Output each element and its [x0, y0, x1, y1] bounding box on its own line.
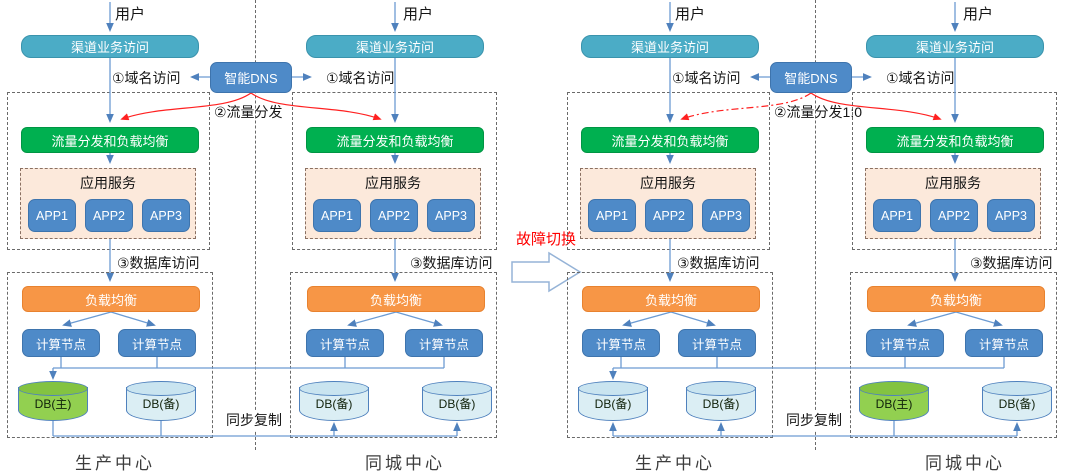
app-service-title: 应用服务: [925, 175, 981, 191]
traffic-distribution-label: ②流量分发: [214, 104, 283, 120]
app-box: APP2: [930, 199, 978, 232]
channel-access-box: 渠道业务访问: [306, 35, 484, 58]
traffic-lb-box: 流量分发和负载均衡: [581, 127, 759, 153]
same-city-center-label: 同城中心: [365, 454, 445, 473]
diagram-after-failover: 用户 渠道业务访问 ①域名访问 流量分发和负载均衡 应用服务 APP1 APP2…: [560, 0, 1080, 473]
app-box: APP1: [313, 199, 361, 232]
user-label: 用户: [963, 6, 994, 23]
db-label: DB(备): [998, 397, 1036, 411]
load-balancer-box: 负载均衡: [867, 286, 1045, 312]
compute-node-box: 计算节点: [965, 329, 1043, 357]
db-access-label: ③数据库访问: [117, 255, 200, 271]
db-access-label: ③数据库访问: [410, 255, 493, 271]
db-label: DB(备): [702, 397, 740, 411]
db-primary-cylinder: DB(主): [18, 381, 88, 422]
app-box: APP3: [142, 199, 190, 232]
db-label: DB(备): [315, 397, 353, 411]
app-tier-box-production: [567, 92, 770, 250]
load-balancer-box: 负载均衡: [307, 286, 485, 312]
failover-arrow: [511, 251, 582, 293]
db-tier-box-samecity: [850, 272, 1057, 438]
channel-access-box: 渠道业务访问: [581, 35, 759, 58]
db-label: DB(备): [594, 397, 632, 411]
db-label: DB(备): [142, 397, 180, 411]
production-center-label: 生产中心: [635, 454, 715, 473]
compute-node-box: 计算节点: [306, 329, 384, 357]
db-label: DB(主): [34, 397, 72, 411]
traffic-distribution-label: ②流量分发1:0: [774, 104, 863, 120]
app-service-title: 应用服务: [80, 175, 136, 191]
db-standby-cylinder: DB(备): [126, 381, 196, 422]
db-standby-cylinder: DB(备): [299, 381, 369, 422]
compute-node-box: 计算节点: [405, 329, 483, 357]
app-box: APP1: [28, 199, 76, 232]
db-label: DB(备): [438, 397, 476, 411]
compute-node-box: 计算节点: [118, 329, 196, 357]
app-box: APP2: [645, 199, 693, 232]
app-box: APP3: [427, 199, 475, 232]
user-label: 用户: [403, 6, 434, 23]
traffic-lb-box: 流量分发和负载均衡: [21, 127, 199, 153]
channel-access-box: 渠道业务访问: [21, 35, 199, 58]
load-balancer-box: 负载均衡: [582, 286, 760, 312]
app-box: APP3: [987, 199, 1035, 232]
sync-replication-label: 同步复制: [224, 410, 284, 430]
failover-label: 故障切换: [516, 231, 577, 248]
app-box: APP2: [370, 199, 418, 232]
db-standby-cylinder: DB(备): [578, 381, 648, 422]
compute-node-box: 计算节点: [866, 329, 944, 357]
user-label: 用户: [115, 6, 146, 23]
channel-access-box: 渠道业务访问: [866, 35, 1044, 58]
domain-access-label: ①域名访问: [886, 70, 955, 86]
compute-node-box: 计算节点: [678, 329, 756, 357]
app-tier-box-production: [7, 92, 210, 250]
db-primary-cylinder: DB(主): [859, 381, 929, 422]
app-box: APP3: [702, 199, 750, 232]
compute-node-box: 计算节点: [582, 329, 660, 357]
db-access-label: ③数据库访问: [677, 255, 760, 271]
center-divider: [815, 0, 816, 450]
traffic-lb-box: 流量分发和负载均衡: [866, 127, 1044, 153]
domain-access-label: ①域名访问: [672, 70, 741, 86]
connector-layer: [49, 2, 461, 437]
user-label: 用户: [675, 6, 706, 23]
connector-layer: [609, 2, 1021, 437]
load-balancer-box: 负载均衡: [22, 286, 200, 312]
app-box: APP1: [588, 199, 636, 232]
app-service-title: 应用服务: [365, 175, 421, 191]
compute-node-box: 计算节点: [22, 329, 100, 357]
app-service-title: 应用服务: [640, 175, 696, 191]
app-box: APP2: [85, 199, 133, 232]
smart-dns-box: 智能DNS: [770, 62, 852, 93]
smart-dns-box: 智能DNS: [210, 62, 292, 93]
center-divider: [255, 0, 256, 450]
domain-access-label: ①域名访问: [112, 70, 181, 86]
production-center-label: 生产中心: [75, 454, 155, 473]
app-box: APP1: [873, 199, 921, 232]
db-access-label: ③数据库访问: [970, 255, 1053, 271]
db-standby-cylinder: DB(备): [686, 381, 756, 422]
db-standby-cylinder: DB(备): [982, 381, 1052, 422]
db-standby-cylinder: DB(备): [422, 381, 492, 422]
traffic-lb-box: 流量分发和负载均衡: [306, 127, 484, 153]
db-label: DB(主): [875, 397, 913, 411]
domain-access-label: ①域名访问: [326, 70, 395, 86]
same-city-center-label: 同城中心: [925, 454, 1005, 473]
sync-replication-label: 同步复制: [784, 410, 844, 430]
db-tier-box-samecity: [290, 272, 497, 438]
diagram-before-failover: 用户 渠道业务访问 ①域名访问 流量分发和负载均衡 应用服务 APP1 APP2…: [0, 0, 520, 473]
